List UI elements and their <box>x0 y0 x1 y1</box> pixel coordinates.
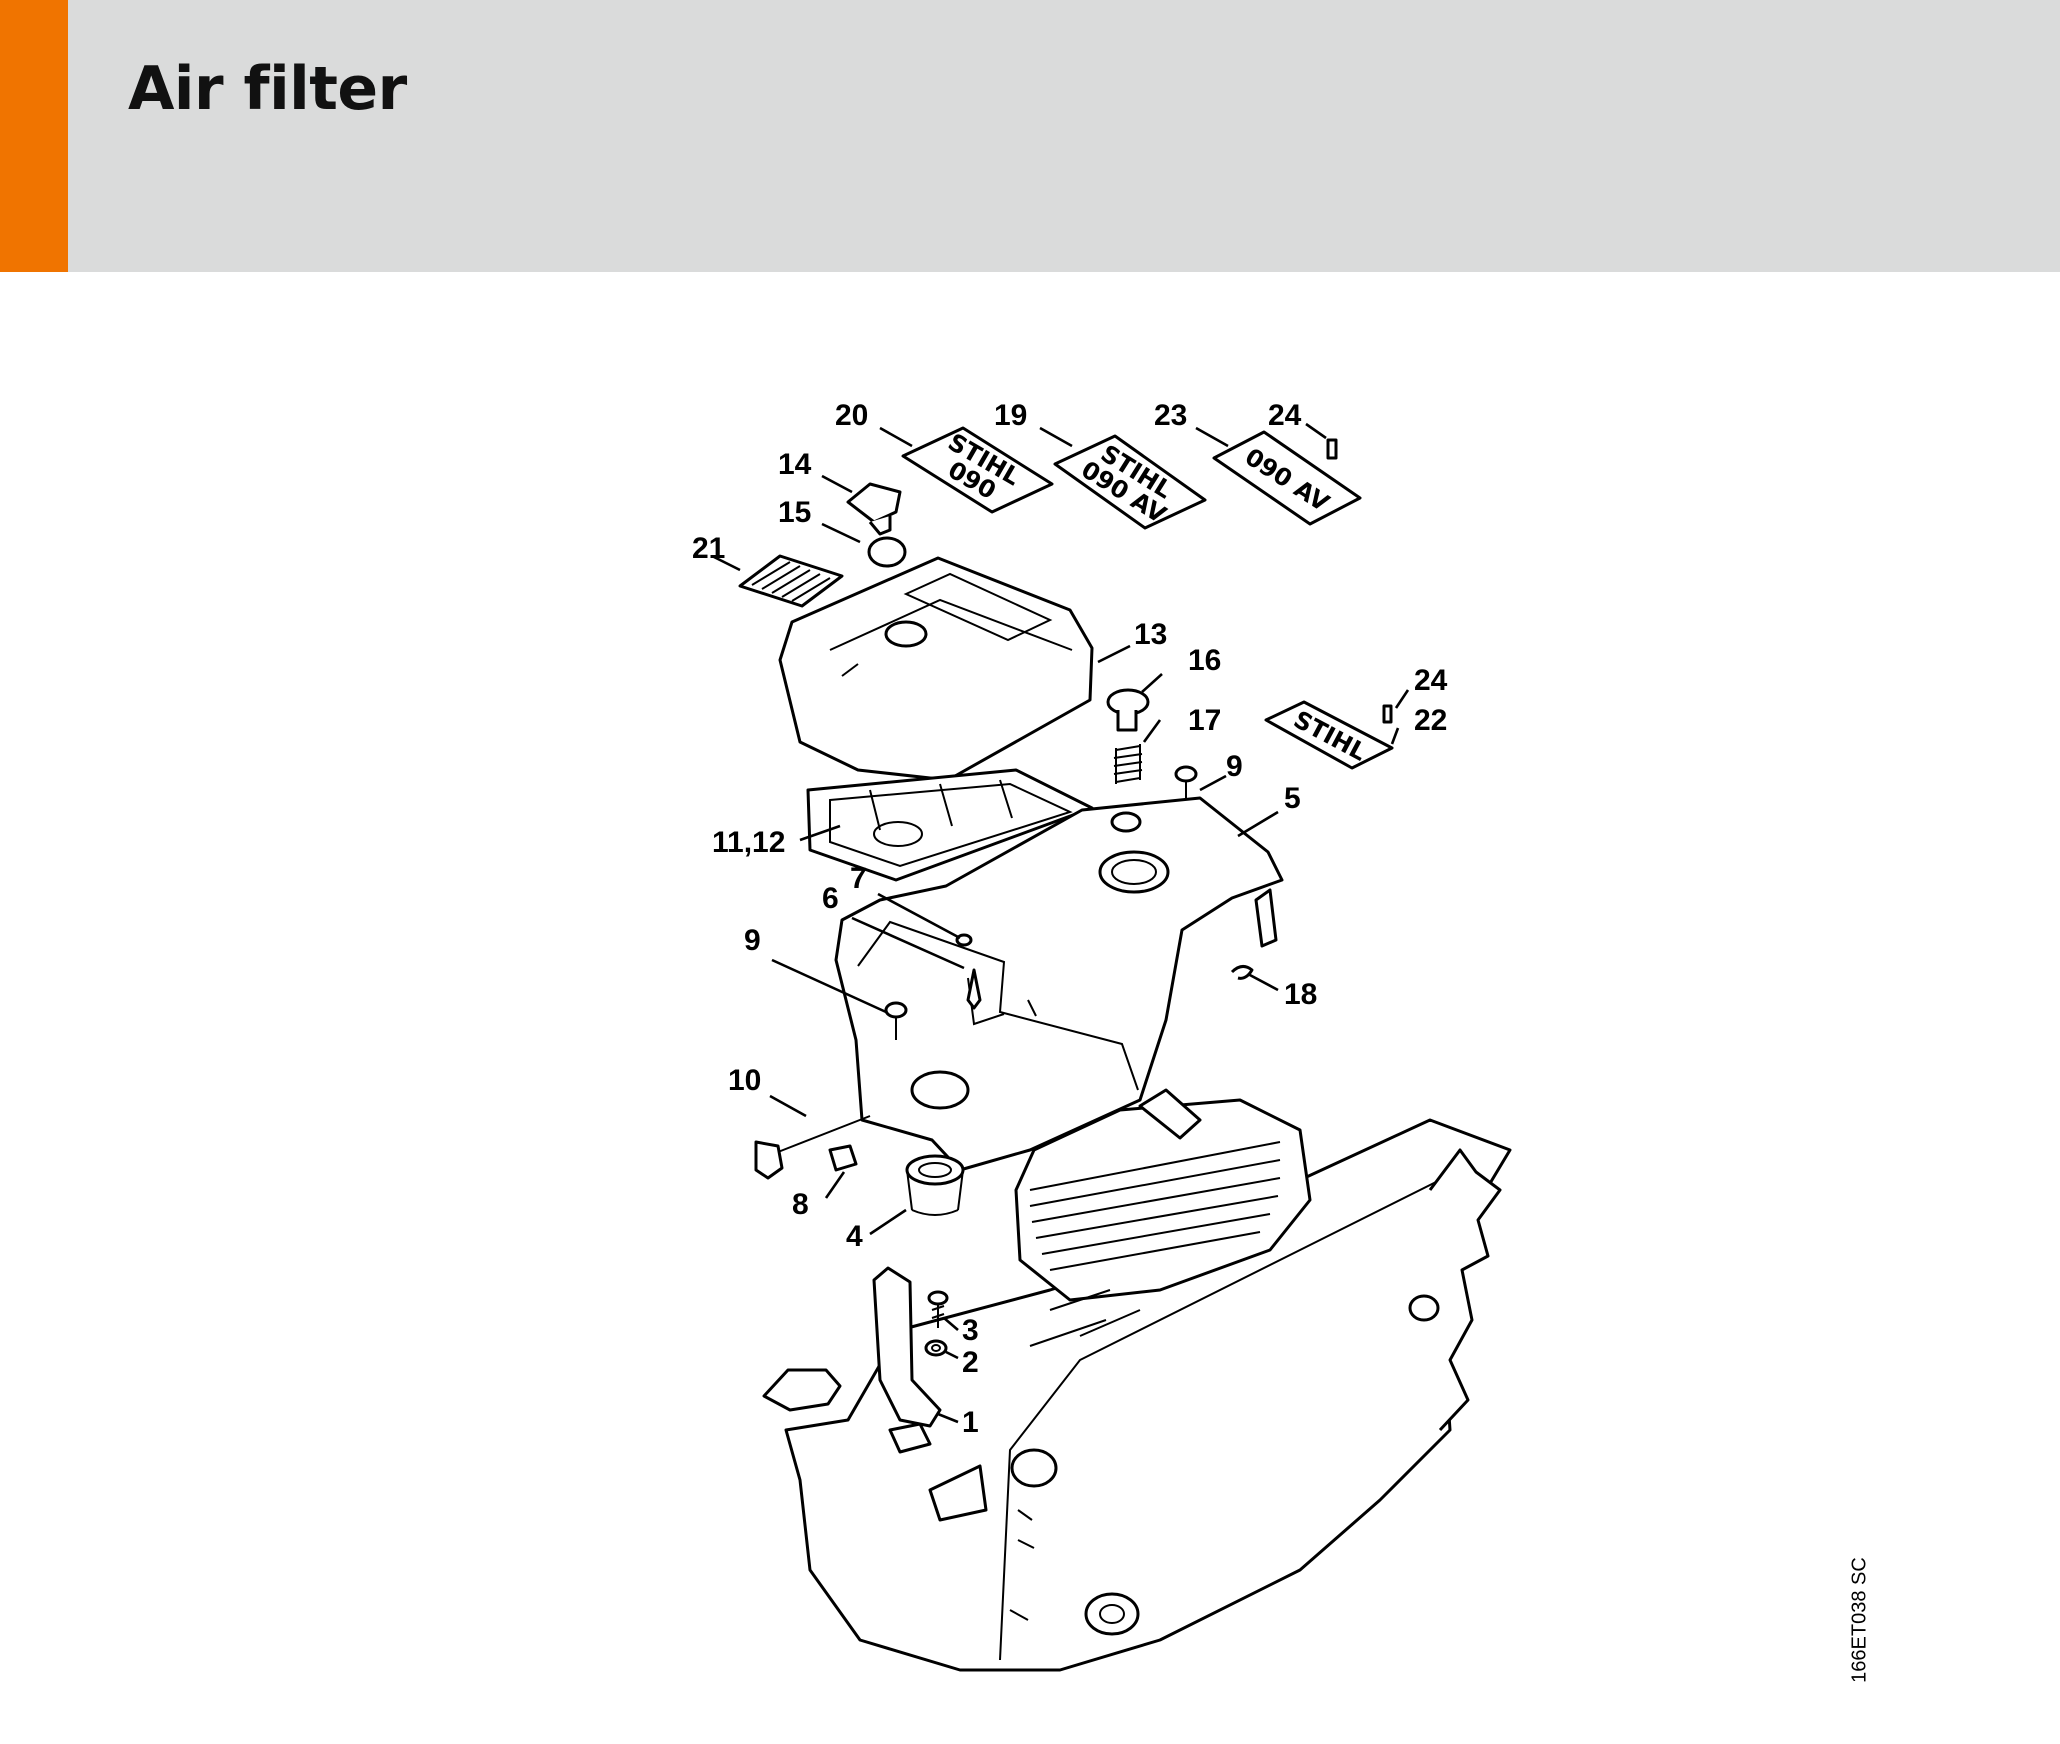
screw-3 <box>927 1290 949 1328</box>
filler-cap-14 <box>846 482 902 536</box>
screw-9-upper <box>1174 765 1198 804</box>
washer-2 <box>924 1339 948 1357</box>
washer-7 <box>955 933 973 947</box>
screw-24-top <box>1326 438 1338 460</box>
callout-14: 14 <box>778 448 812 481</box>
bracket-1 <box>872 1266 942 1428</box>
header-band <box>0 0 2060 272</box>
spring-17 <box>1113 744 1143 784</box>
screw-9-lower <box>884 1001 908 1040</box>
decal-plate-22: STIHL <box>1264 700 1394 770</box>
stud-6 <box>966 968 982 1010</box>
drawing-reference: 166ET038 SC <box>1845 1555 1875 1685</box>
grille-21 <box>738 554 844 608</box>
callout-17: 17 <box>1188 704 1221 737</box>
decal-plate-19: STIHL 090 AV <box>1053 434 1207 530</box>
leader-lines <box>711 422 1410 1424</box>
callout-20: 20 <box>835 399 868 432</box>
callout-1: 1 <box>962 1406 979 1439</box>
page-title: Air filter <box>128 54 407 124</box>
engine-crankcase <box>762 1118 1512 1672</box>
manifold-ring-4 <box>905 1154 965 1216</box>
decal-plate-23: 090 AV <box>1212 430 1362 526</box>
callout-13: 13 <box>1134 618 1167 651</box>
callout-6: 6 <box>822 882 839 915</box>
callout-24-top: 24 <box>1268 399 1302 432</box>
callout-15: 15 <box>778 496 811 529</box>
callout-16: 16 <box>1188 644 1221 677</box>
cylinder <box>1014 1088 1312 1347</box>
callout-23: 23 <box>1154 399 1187 432</box>
callout-11-12: 11,12 <box>712 826 785 859</box>
callout-3: 3 <box>962 1314 979 1347</box>
callout-5: 5 <box>1284 782 1301 815</box>
callout-8: 8 <box>792 1188 809 1221</box>
callout-10: 10 <box>728 1064 761 1097</box>
callout-9-lower: 9 <box>744 924 761 957</box>
air-filter-11-12 <box>806 768 1094 882</box>
screw-24-side <box>1382 704 1393 724</box>
clip-18 <box>1230 965 1254 980</box>
decal-plate-20: STIHL 090 <box>901 426 1054 514</box>
callout-18: 18 <box>1284 978 1317 1011</box>
o-ring-15 <box>867 536 907 568</box>
callout-labels: 20 19 23 24 14 15 21 13 16 17 9 24 22 5 … <box>692 399 1448 1439</box>
knob-16 <box>1106 688 1150 732</box>
callout-7: 7 <box>850 862 867 895</box>
callout-4: 4 <box>846 1220 863 1253</box>
callout-22: 22 <box>1414 704 1447 737</box>
callout-24-side: 24 <box>1414 664 1448 697</box>
filter-cover-13 <box>778 556 1094 782</box>
clip-8 <box>828 1144 858 1172</box>
callout-9-upper: 9 <box>1226 750 1243 783</box>
callout-19: 19 <box>994 399 1027 432</box>
choke-rod-10 <box>754 1115 871 1180</box>
callout-2: 2 <box>962 1346 979 1379</box>
drawing-reference-code: 166ET038 SC <box>1848 1557 1871 1683</box>
header-accent-bar <box>0 0 68 272</box>
filter-housing-5 <box>834 796 1284 1172</box>
callout-21: 21 <box>692 532 725 565</box>
